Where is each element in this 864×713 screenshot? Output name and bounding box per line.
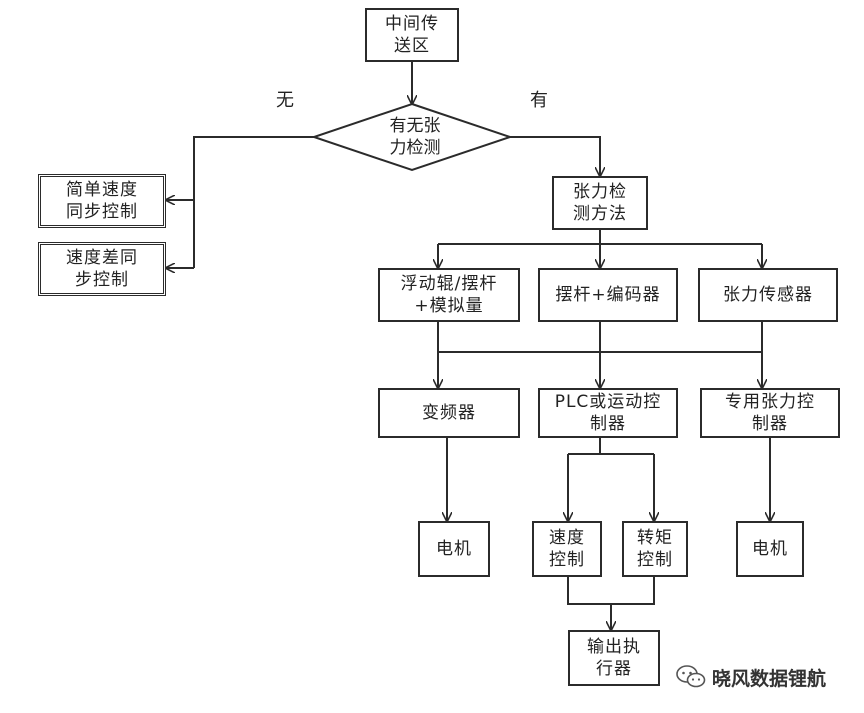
node-dancer: 浮动辊/摆杆 +模拟量 xyxy=(378,268,520,322)
node-speed-ctrl: 速度 控制 xyxy=(532,521,602,577)
edge-no-branch xyxy=(193,136,314,268)
node-simple-sync: 简单速度 同步控制 xyxy=(38,174,166,228)
node-method: 张力检 测方法 xyxy=(552,176,648,230)
node-motor-left: 电机 xyxy=(418,521,490,577)
node-sensor: 张力传感器 xyxy=(698,268,838,322)
decision-diamond xyxy=(310,102,514,172)
node-tension-ctrl: 专用张力控 制器 xyxy=(700,388,840,438)
decision-label: 有无张 力检测 xyxy=(389,116,441,158)
node-torque-ctrl: 转矩 控制 xyxy=(622,521,688,577)
wechat-icon xyxy=(676,665,706,688)
node-start: 中间传 送区 xyxy=(365,8,459,62)
node-encoder: 摆杆+编码器 xyxy=(538,268,678,322)
watermark-text: 晓风数据锂航 xyxy=(712,667,827,690)
node-actuator: 输出执 行器 xyxy=(568,630,660,686)
node-inverter: 变频器 xyxy=(378,388,520,438)
node-motor-right: 电机 xyxy=(736,521,804,577)
node-plc: PLC或运动控 制器 xyxy=(538,388,678,438)
edge-merge xyxy=(567,577,655,605)
edge-yes-branch xyxy=(510,136,600,176)
edge-label-no: 无 xyxy=(276,90,294,111)
watermark: 晓风数据锂航 xyxy=(676,662,826,692)
node-speed-diff: 速度差同 步控制 xyxy=(38,242,166,296)
edge-label-yes: 有 xyxy=(530,90,548,111)
